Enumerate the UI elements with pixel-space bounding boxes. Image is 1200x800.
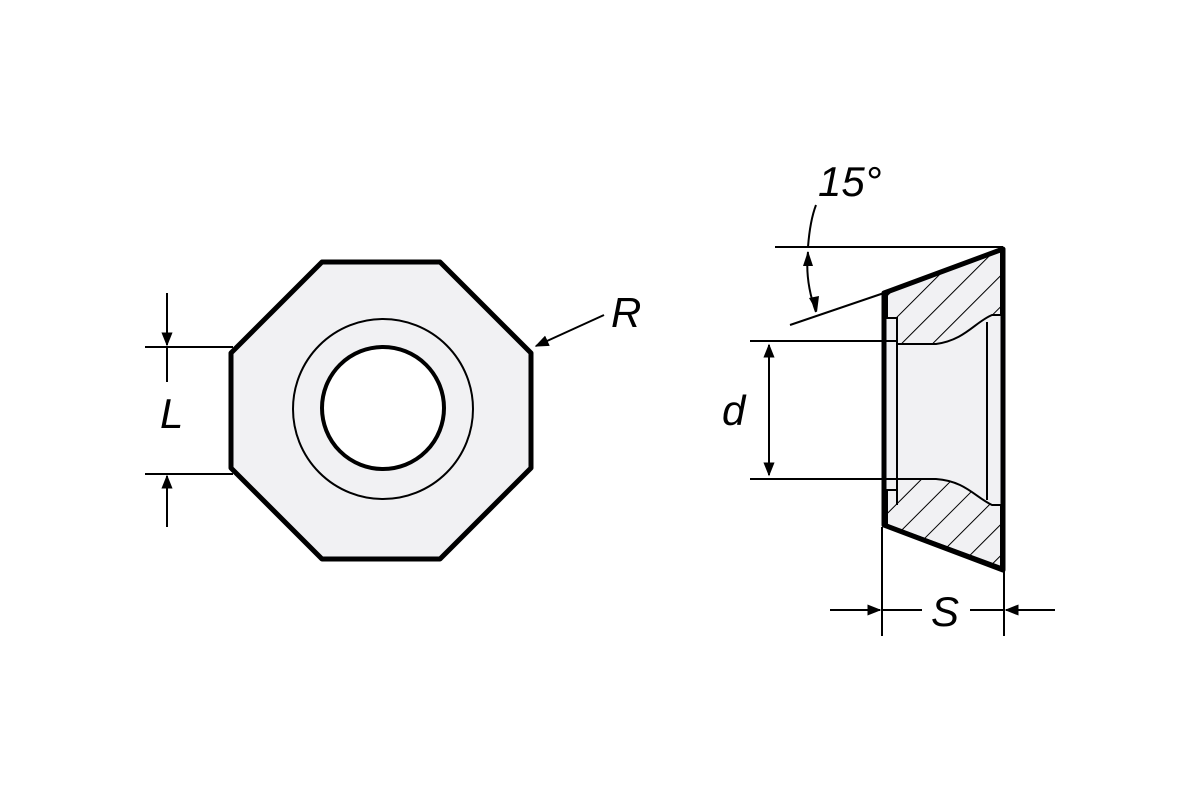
thickness-label: S xyxy=(931,588,959,635)
diameter-label: d xyxy=(722,387,747,434)
angle-label: 15° xyxy=(818,158,882,205)
bore-hole xyxy=(320,345,446,471)
radius-leader: R xyxy=(534,289,641,347)
angle-dimension: 15° xyxy=(775,158,1003,326)
diameter-dimension: d xyxy=(722,340,897,480)
length-dimension: L xyxy=(145,293,233,527)
angle-arrowhead-bottom xyxy=(809,296,819,312)
angle-arrowhead-top xyxy=(803,251,813,266)
angle-leader xyxy=(807,204,817,248)
radius-arrow xyxy=(534,314,605,347)
front-view xyxy=(228,259,534,562)
section-view xyxy=(881,246,1006,573)
thickness-dimension: S xyxy=(830,527,1055,636)
angle-extension-line xyxy=(789,292,885,326)
length-label: L xyxy=(160,390,183,437)
radius-label: R xyxy=(611,289,641,336)
counterbore-circle xyxy=(292,318,474,500)
